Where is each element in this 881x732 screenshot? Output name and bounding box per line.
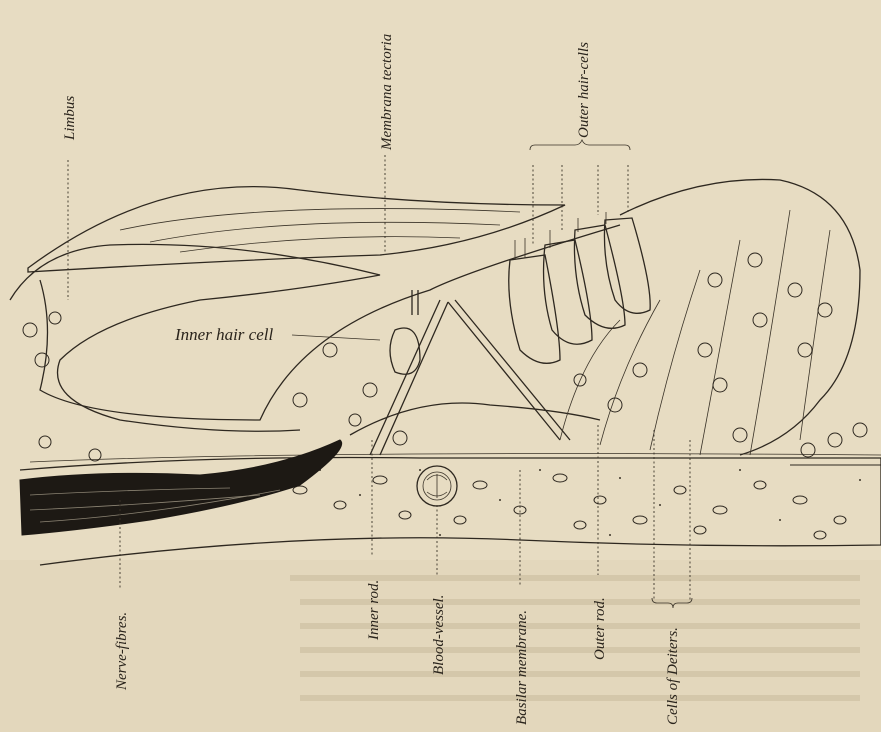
label-limbus: Limbus	[62, 96, 78, 141]
deiters-cells	[560, 210, 830, 455]
claudius-cells	[790, 423, 881, 465]
limbus-cells	[23, 312, 101, 461]
outer-rod	[448, 300, 570, 440]
inner-region-cells	[293, 343, 407, 445]
inner-sulcus-outline	[40, 225, 620, 420]
outer-hair-cells	[509, 212, 650, 363]
label-basilar-membrane: Basilar membrane.	[514, 610, 530, 725]
membrana-tectoria	[28, 187, 565, 272]
label-outer-hair-cells: Outer hair-cells	[576, 42, 592, 138]
basilar-fine-dots	[319, 469, 861, 536]
label-membrana-tectoria: Membrana tectoria	[379, 34, 395, 151]
label-nerve-fibres: Nerve-fibres.	[114, 612, 130, 691]
label-blood-vessel: Blood-vessel.	[431, 595, 447, 675]
basilar-cell-dots	[293, 474, 846, 539]
label-cells-of-deiters: Cells of Deiters.	[665, 627, 681, 725]
inner-rod	[370, 300, 448, 455]
label-inner-rod: Inner rod.	[366, 580, 382, 641]
nerve-fibre-bundle	[20, 440, 342, 535]
label-outer-rod: Outer rod.	[592, 597, 608, 660]
supporting-cell-nuclei	[574, 253, 832, 442]
blood-vessel	[417, 466, 457, 506]
label-inner-hair-cell: Inner hair cell	[174, 325, 273, 344]
